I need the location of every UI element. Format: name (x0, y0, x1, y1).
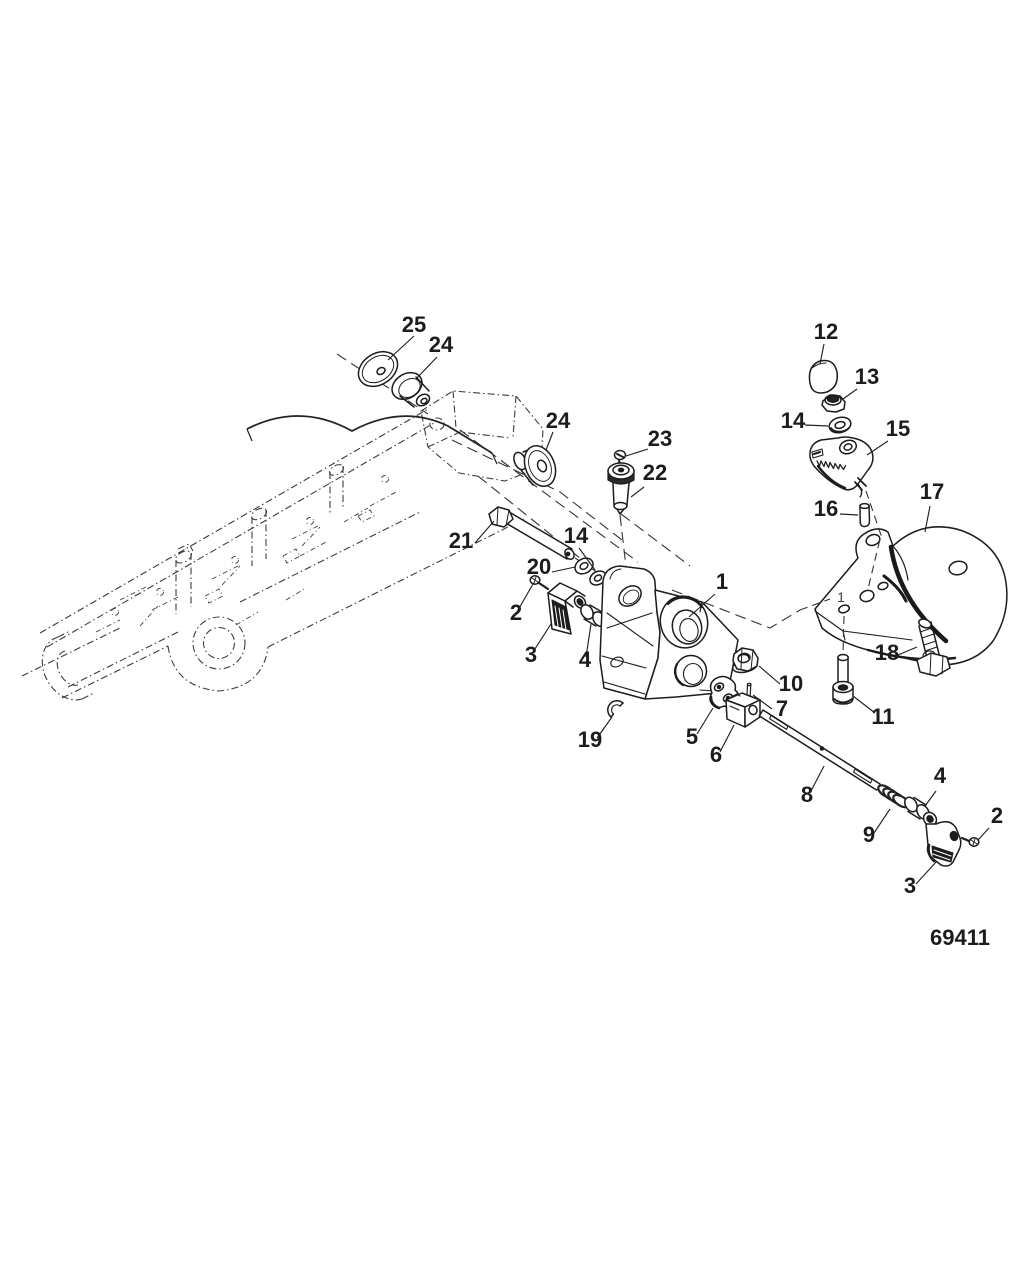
part-21-pivot-bolt (488, 506, 575, 561)
callout-24-upper: 24 (429, 332, 454, 357)
callout-15: 15 (886, 416, 910, 441)
part-13-locknut (821, 394, 846, 413)
callout-3-right: 3 (904, 873, 916, 898)
callout-8: 8 (801, 782, 813, 807)
callout-25: 25 (402, 312, 426, 337)
callout-1: 1 (716, 569, 728, 594)
callout-2-right: 2 (991, 803, 1003, 828)
callout-20: 20 (527, 554, 551, 579)
part-3-lever-left (547, 582, 587, 635)
part-19-e-ring (607, 700, 624, 718)
ghost-reference-1: 1 (837, 589, 845, 605)
callout-10: 10 (779, 671, 803, 696)
part-2-screw-left (529, 575, 550, 591)
callout-4-left: 4 (579, 647, 592, 672)
part-14-washer-right (828, 416, 852, 434)
part-6-shift-block (725, 692, 761, 728)
callout-14-left: 14 (564, 523, 589, 548)
part-10-flange-nut (731, 647, 759, 674)
callout-18: 18 (875, 640, 899, 665)
callout-22: 22 (643, 460, 667, 485)
part-11-socket-bolt (832, 653, 854, 705)
part-12-cap (808, 359, 839, 394)
callout-13: 13 (855, 364, 879, 389)
part-16-roller-pin (859, 502, 871, 528)
part-20-washer (574, 557, 594, 575)
overlay-dashed-lines (799, 490, 882, 654)
part-24-bushing-upper (391, 371, 431, 408)
part-18-bolt (916, 618, 951, 677)
callout-2-left: 2 (510, 600, 522, 625)
callout-12: 12 (814, 319, 838, 344)
callout-11: 11 (871, 704, 894, 729)
part-22-shoulder-bolt (607, 462, 635, 515)
part-25-washer (357, 350, 399, 388)
callout-labels: 25 24 24 23 22 21 14 20 2 3 4 1 12 13 14… (402, 312, 1003, 950)
housing-flange-curve (246, 415, 498, 465)
drawing-number: 69411 (930, 925, 990, 950)
part-8-shift-shaft (758, 709, 882, 791)
callout-7: 7 (776, 696, 788, 721)
part-3-lever-right (922, 811, 962, 867)
callout-5: 5 (686, 724, 698, 749)
ghost-housing-outline (21, 390, 544, 701)
ghost-housing-detail (95, 475, 399, 633)
callout-24-lower: 24 (546, 408, 571, 433)
callout-23: 23 (648, 426, 672, 451)
callout-leader-lines (387, 335, 990, 885)
callout-16: 16 (814, 496, 838, 521)
callout-6: 6 (710, 742, 722, 767)
callout-17: 17 (920, 479, 944, 504)
part-24-washer-lower (513, 445, 557, 487)
part-1-anchor-bracket (599, 565, 739, 700)
callout-14-right: 14 (781, 408, 806, 433)
callout-4-right: 4 (934, 763, 947, 788)
part-2-screw-right (960, 836, 980, 847)
callout-3-left: 3 (525, 642, 537, 667)
callout-21: 21 (449, 528, 473, 553)
part-17-shift-arm (814, 526, 1008, 666)
part-15-ratchet-cam (809, 436, 874, 498)
callout-9: 9 (863, 822, 875, 847)
callout-19: 19 (578, 727, 602, 752)
